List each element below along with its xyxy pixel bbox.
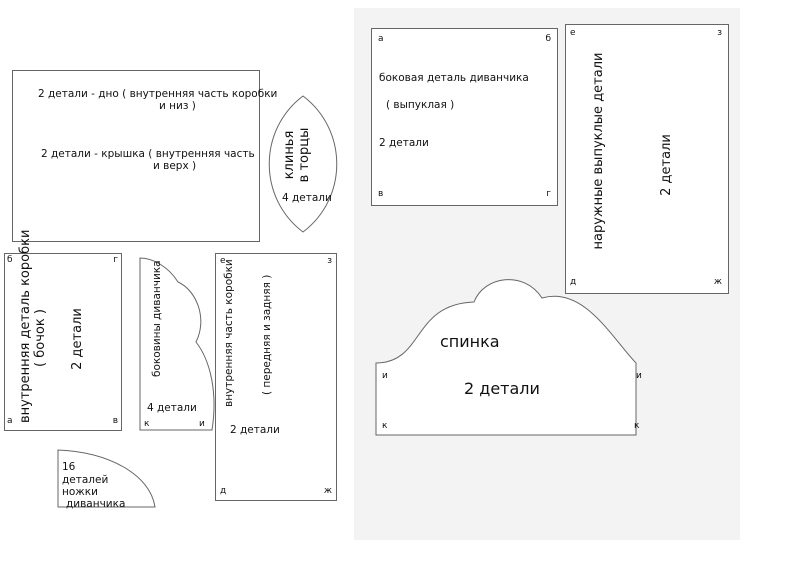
- back-count: 2 детали: [464, 379, 540, 398]
- bottom-line-2: и низ ): [159, 100, 196, 112]
- bottom-lid-piece: 2 детали - дно ( внутренняя часть коробк…: [12, 70, 277, 242]
- inner-front-count: 2 детали: [230, 424, 280, 436]
- inner-side-corner-br: в: [112, 416, 118, 426]
- sidewall-count: 4 детали: [147, 402, 197, 414]
- inner-front-corner-tl: е: [220, 256, 226, 266]
- back-title: спинка: [440, 332, 500, 351]
- side-convex-subtitle: ( выпуклая ): [386, 99, 455, 111]
- outer-convex-corner-bl: д: [570, 277, 577, 287]
- legs-line-4: диванчика: [66, 498, 126, 510]
- side-convex-piece: а б в г боковая деталь диванчика ( выпук…: [371, 28, 558, 206]
- outer-convex-corner-tr: з: [717, 28, 722, 38]
- side-convex-corner-tl: а: [378, 34, 384, 44]
- sidewall-corner-bl: к: [144, 419, 150, 429]
- back-corner-ml: и: [382, 371, 388, 381]
- back-outline: [375, 279, 637, 436]
- back-corner-mr: и: [636, 371, 642, 381]
- outer-convex-corner-tl: е: [570, 28, 576, 38]
- sidewall-corner-br: и: [199, 419, 205, 429]
- inner-front-corner-bl: д: [220, 486, 227, 496]
- outer-convex-corner-br: ж: [713, 277, 722, 287]
- back-corner-br: к: [634, 421, 640, 431]
- right-sheet: а б в г боковая деталь диванчика ( выпук…: [354, 8, 740, 540]
- side-convex-corner-tr: б: [545, 34, 551, 44]
- inner-side-corner-bl: а: [7, 416, 13, 426]
- outer-convex-piece: е з д ж наружные выпуклые детали 2 детал…: [565, 24, 729, 294]
- legs-line-1: 16: [62, 461, 76, 473]
- sidewall-outline: [139, 257, 215, 431]
- bottom-line-3: 2 детали - крышка ( внутренняя часть: [41, 148, 255, 160]
- back-corner-bl: к: [382, 421, 388, 431]
- inner-front-piece: е з д ж внутренняя часть коробки ( перед…: [215, 253, 337, 501]
- left-sheet: 2 детали - дно ( внутренняя часть коробк…: [0, 0, 350, 560]
- bottom-line-4: и верх ): [153, 160, 197, 172]
- wedge-outline: [268, 95, 338, 233]
- side-convex-title: боковая деталь диванчика: [379, 72, 529, 84]
- side-convex-corner-bl: в: [378, 189, 384, 199]
- side-convex-count: 2 детали: [379, 137, 429, 149]
- legs-outline: [57, 449, 156, 508]
- inner-front-corner-tr: з: [327, 256, 332, 266]
- inner-side-corner-tl: б: [7, 255, 13, 265]
- inner-side-piece: б г а в внутренняя деталь коробки ( бочо…: [4, 230, 122, 431]
- bottom-line-1: 2 детали - дно ( внутренняя часть коробк…: [38, 88, 278, 100]
- side-convex-corner-br: г: [546, 189, 551, 199]
- legs-line-2: деталей: [62, 474, 109, 486]
- inner-front-corner-br: ж: [323, 486, 332, 496]
- inner-side-corner-tr: г: [113, 255, 118, 265]
- wedge-count: 4 детали: [282, 192, 332, 204]
- legs-line-3: ножки: [62, 486, 98, 498]
